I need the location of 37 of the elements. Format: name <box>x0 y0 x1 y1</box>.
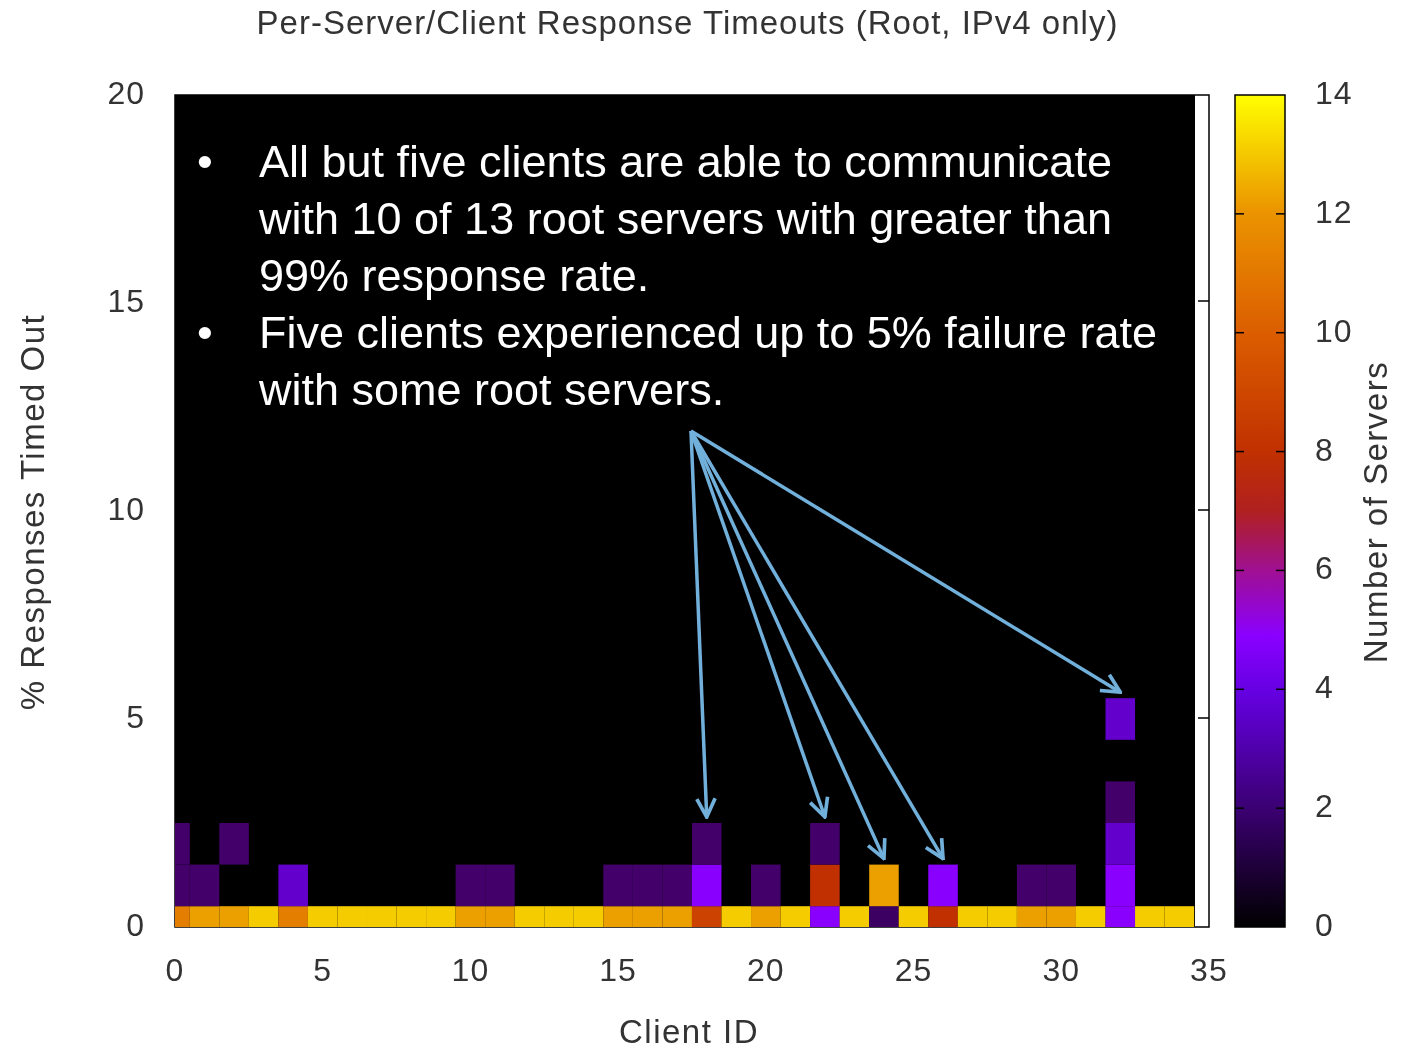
scale-tick-label: 12 <box>1315 194 1353 229</box>
x-tick-label: 10 <box>450 953 491 987</box>
arrow <box>689 430 717 819</box>
y-tick-label: 0 <box>125 908 145 942</box>
x-tick-label: 25 <box>893 953 934 987</box>
arrow <box>689 430 945 861</box>
scale-tick-label: 6 <box>1315 551 1334 586</box>
heatmap-cell <box>1105 698 1136 740</box>
scale-tick-label: 14 <box>1315 76 1353 110</box>
scale-tick-label: 2 <box>1315 789 1334 824</box>
chart-title: Per-Server/Client Response Timeouts (Root, IPv4 only) <box>255 4 1120 42</box>
bullet-text: Five clients experienced up to 5% failure rate with some root servers. <box>259 306 1158 417</box>
scale-tick-label: 10 <box>1315 313 1353 348</box>
y-tick-label: 5 <box>125 700 145 734</box>
bullet: • <box>197 135 213 189</box>
scale-tick-label: 4 <box>1315 670 1334 705</box>
heatmap-cell <box>869 864 899 907</box>
x-tick-label: 0 <box>164 953 186 987</box>
heatmap-cell <box>810 823 840 865</box>
x-axis-title: Client ID <box>619 1014 759 1050</box>
heatmap-cell <box>691 823 722 865</box>
arrow <box>690 429 1123 695</box>
x-tick-label: 35 <box>1189 953 1229 987</box>
x-tick-label: 15 <box>598 953 638 987</box>
bullet: • <box>197 306 213 360</box>
x-tick-label: 5 <box>312 953 334 987</box>
y-tick-label: 15 <box>106 284 145 318</box>
y-tick-label: 10 <box>106 492 145 526</box>
x-tick-label: 20 <box>746 953 786 987</box>
scale-title: Number of Servers <box>1358 360 1394 664</box>
y-tick-label: 20 <box>106 76 145 110</box>
scale-tick-label: 0 <box>1315 908 1334 942</box>
scale-tick-label: 8 <box>1315 432 1334 467</box>
bullet-text: All but five clients are able to communicate with 10 of 13 root servers with greater than 99% response rate. <box>259 135 1113 303</box>
x-tick-label: 30 <box>1041 953 1081 987</box>
y-axis-title: % Responses Timed Out <box>15 313 51 711</box>
heatmap-cell <box>928 864 958 907</box>
